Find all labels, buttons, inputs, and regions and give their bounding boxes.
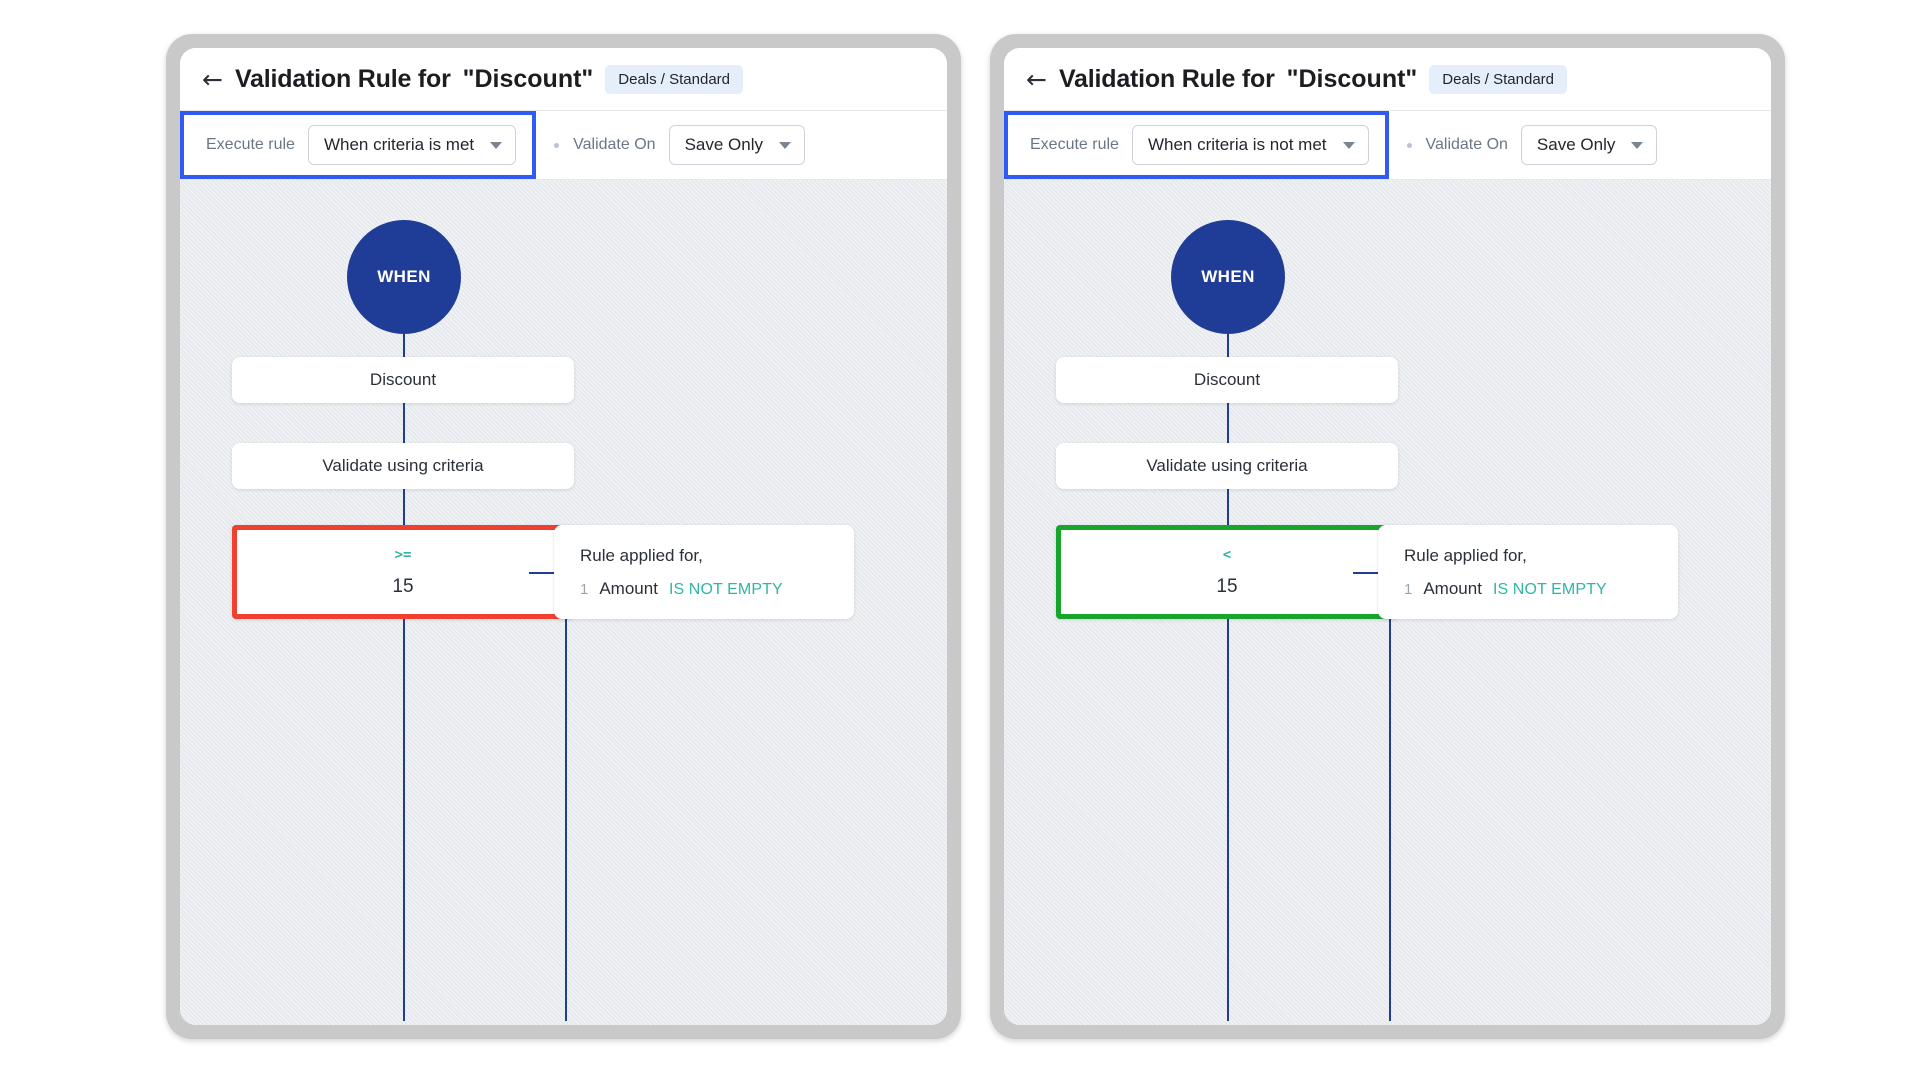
page-title-field: "Discount" xyxy=(1286,64,1418,93)
method-node[interactable]: Validate using criteria xyxy=(1056,443,1398,489)
chevron-down-icon xyxy=(490,141,503,149)
operator-value: 15 xyxy=(1216,575,1238,597)
validate-on-value: Save Only xyxy=(684,135,763,154)
connector-field-to-method xyxy=(403,403,405,466)
rule-card-title: Rule applied for, xyxy=(580,546,703,565)
validate-on-group: Validate On Save Only xyxy=(573,125,805,165)
connector-method-to-operator xyxy=(403,489,405,552)
rule-toolbar: Execute rule When criteria is not met Va… xyxy=(1004,111,1771,180)
app-screen-left: ← Validation Rule for "Discount" Deals /… xyxy=(180,48,947,1025)
page-title: Validation Rule for xyxy=(1058,64,1275,93)
when-node-label: WHEN xyxy=(377,267,431,286)
method-node-label: Validate using criteria xyxy=(1146,456,1308,475)
rule-applied-card[interactable]: Rule applied for, 1 Amount IS NOT EMPTY xyxy=(554,525,854,619)
rule-row-condition: IS NOT EMPTY xyxy=(668,581,783,598)
rule-row-field: Amount xyxy=(599,579,658,598)
execute-rule-label: Execute rule xyxy=(1030,136,1119,153)
when-node[interactable]: WHEN xyxy=(1171,220,1285,334)
rule-row: 1 Amount IS NOT EMPTY xyxy=(580,579,830,599)
connector-field-to-method xyxy=(1227,403,1229,466)
execute-rule-select[interactable]: When criteria is not met xyxy=(1131,125,1369,165)
rule-row-index: 1 xyxy=(580,581,589,598)
rule-row: 1 Amount IS NOT EMPTY xyxy=(1404,579,1654,599)
field-node[interactable]: Discount xyxy=(1056,357,1398,403)
connector-rule-branch-down xyxy=(565,572,567,1021)
rule-toolbar: Execute rule When criteria is met Valida… xyxy=(180,111,947,180)
field-node-label: Discount xyxy=(369,370,437,389)
validate-on-value: Save Only xyxy=(1536,135,1616,154)
rule-row-index: 1 xyxy=(1404,581,1413,598)
toolbar-separator-dot xyxy=(1406,142,1412,148)
field-node-label: Discount xyxy=(1193,370,1261,389)
connector-operator-down xyxy=(403,619,405,1021)
module-badge: Deals / Standard xyxy=(1429,64,1568,94)
execute-rule-select[interactable]: When criteria is met xyxy=(307,125,517,165)
toolbar-separator-dot xyxy=(554,142,560,148)
rule-flow-canvas: WHEN Discount Validate using criteria >=… xyxy=(180,180,947,1025)
operator-node[interactable]: >= 15 xyxy=(232,525,574,619)
operator-symbol: >= xyxy=(394,546,412,563)
method-node-label: Validate using criteria xyxy=(322,456,484,475)
validate-on-group: Validate On Save Only xyxy=(1426,125,1658,165)
device-frame-right: ← Validation Rule for "Discount" Deals /… xyxy=(990,34,1785,1039)
back-arrow-icon[interactable]: ← xyxy=(202,64,223,94)
execute-rule-value: When criteria is met xyxy=(323,135,475,154)
chevron-down-icon xyxy=(1631,141,1644,149)
device-frame-left: ← Validation Rule for "Discount" Deals /… xyxy=(166,34,961,1039)
when-node[interactable]: WHEN xyxy=(347,220,461,334)
validate-on-label: Validate On xyxy=(573,136,656,153)
operator-node[interactable]: < 15 xyxy=(1056,525,1398,619)
method-node[interactable]: Validate using criteria xyxy=(232,443,574,489)
execute-rule-group: Execute rule When criteria is not met xyxy=(1004,111,1389,179)
connector-rule-branch-down xyxy=(1389,572,1391,1021)
rule-flow-canvas: WHEN Discount Validate using criteria < … xyxy=(1004,180,1771,1025)
title-bar: ← Validation Rule for "Discount" Deals /… xyxy=(1004,48,1771,111)
connector-operator-down xyxy=(1227,619,1229,1021)
execute-rule-label: Execute rule xyxy=(206,136,295,153)
rule-row-field: Amount xyxy=(1423,579,1482,598)
page-title-field: "Discount" xyxy=(462,64,594,93)
rule-row-condition: IS NOT EMPTY xyxy=(1492,581,1607,598)
connector-method-to-operator xyxy=(1227,489,1229,552)
rule-card-title: Rule applied for, xyxy=(1404,546,1527,565)
execute-rule-value: When criteria is not met xyxy=(1147,135,1327,154)
rule-applied-card[interactable]: Rule applied for, 1 Amount IS NOT EMPTY xyxy=(1378,525,1678,619)
validate-on-label: Validate On xyxy=(1425,136,1508,153)
title-bar: ← Validation Rule for "Discount" Deals /… xyxy=(180,48,947,111)
chevron-down-icon xyxy=(779,141,791,149)
back-arrow-icon[interactable]: ← xyxy=(1026,64,1047,94)
chevron-down-icon xyxy=(1342,141,1355,149)
execute-rule-group: Execute rule When criteria is met xyxy=(180,111,537,179)
when-node-label: WHEN xyxy=(1201,267,1255,286)
page-title: Validation Rule for xyxy=(234,64,451,93)
validate-on-select[interactable]: Save Only xyxy=(668,125,805,165)
operator-value: 15 xyxy=(392,575,414,597)
field-node[interactable]: Discount xyxy=(232,357,574,403)
operator-symbol: < xyxy=(1222,546,1232,563)
app-screen-right: ← Validation Rule for "Discount" Deals /… xyxy=(1004,48,1771,1025)
module-badge: Deals / Standard xyxy=(605,64,744,94)
validate-on-select[interactable]: Save Only xyxy=(1520,125,1658,165)
